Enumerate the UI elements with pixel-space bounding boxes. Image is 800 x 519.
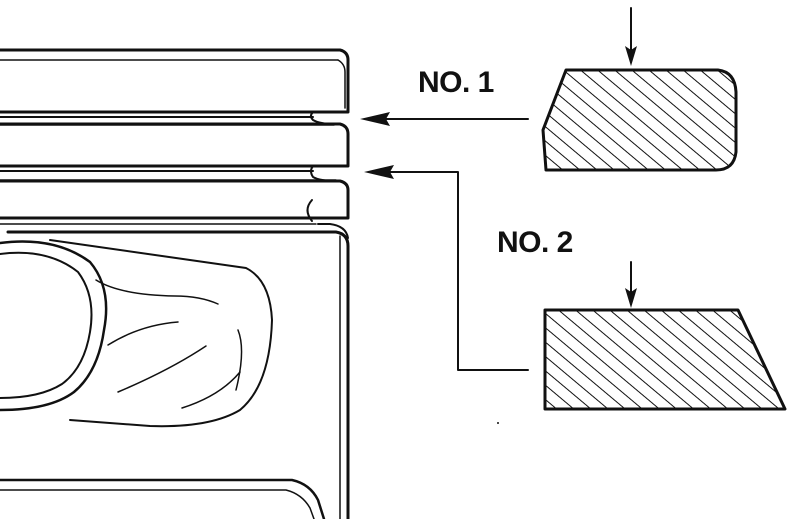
ring-2-label: NO. 2 bbox=[497, 226, 573, 259]
piston-side-view bbox=[0, 48, 350, 519]
ring-2-top-arrow-head bbox=[625, 288, 637, 308]
arrowhead-no1 bbox=[360, 112, 390, 126]
ring-2-section bbox=[543, 308, 787, 411]
ring-1-cross-section bbox=[541, 7, 738, 172]
second-land bbox=[0, 122, 350, 168]
piston-skirt bbox=[6, 230, 350, 519]
piston-top-land bbox=[0, 48, 350, 114]
oil-ring-groove bbox=[0, 199, 349, 239]
ring-2-cross-section bbox=[543, 261, 787, 411]
skirt-cutout bbox=[0, 478, 326, 519]
ring-1-label: NO. 1 bbox=[418, 66, 494, 99]
third-land bbox=[0, 179, 350, 220]
scan-speck bbox=[497, 422, 499, 424]
ring-1-top-arrow-head bbox=[625, 46, 637, 66]
pin-boss bbox=[0, 239, 273, 428]
second-ring-groove bbox=[0, 165, 337, 182]
leader-lines bbox=[360, 112, 529, 371]
leader-line-no2 bbox=[387, 171, 529, 371]
arrowhead-no2 bbox=[364, 165, 394, 179]
ring-1-section bbox=[541, 68, 738, 172]
